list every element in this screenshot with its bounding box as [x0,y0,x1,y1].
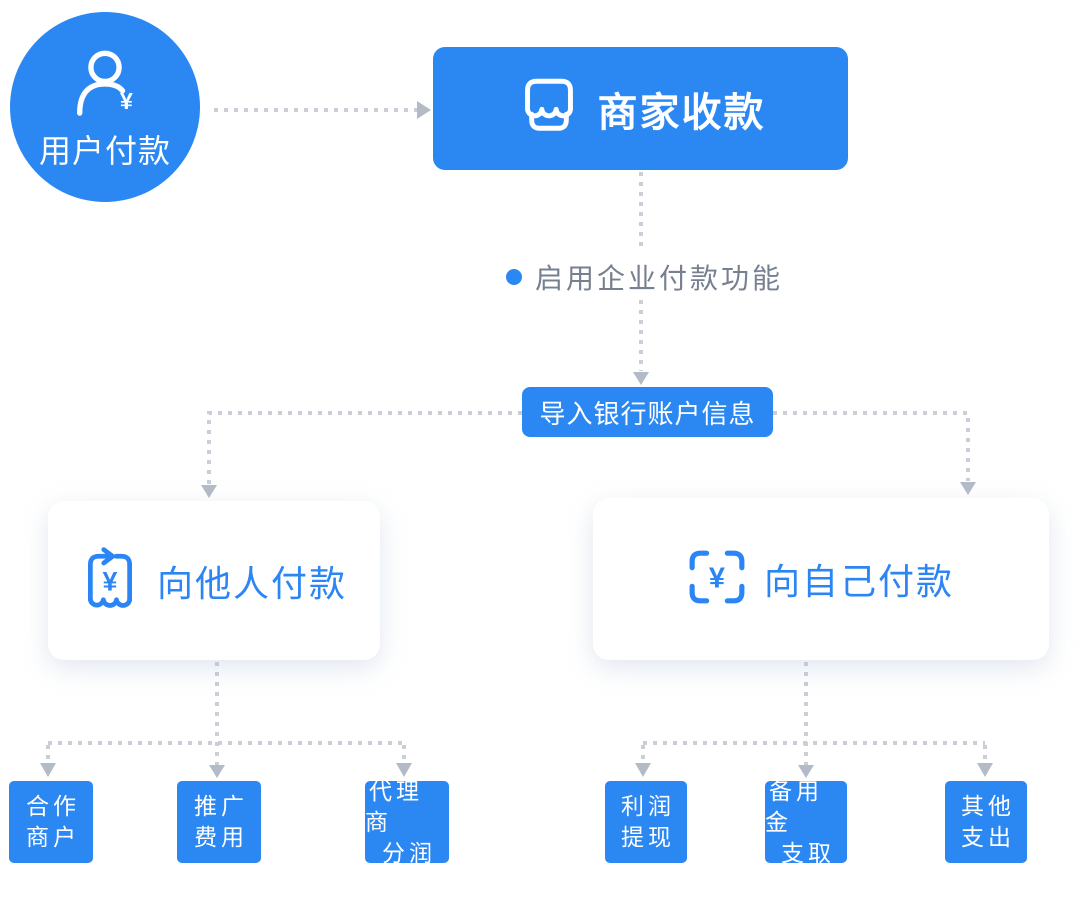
pay-others-label: 向他人付款 [156,562,347,604]
node-import-bank-account: 导入银行账户信息 [522,387,773,437]
scan-yen-icon: ¥ [688,548,746,611]
enable-enterprise-payment-note: 启用企业付款功能 [506,258,783,296]
receipt-arrow-icon: ¥ [81,547,139,614]
user-yen-icon: ¥ [66,45,144,122]
leaf-label-line: 推广 [194,793,248,819]
leaf-label-line: 支取 [781,839,835,866]
storefront-icon [516,73,582,144]
svg-text:¥: ¥ [120,88,133,114]
leaf-label-line: 提现 [621,824,675,850]
node-pay-self: ¥ 向自己付款 [593,498,1049,660]
node-profit-withdrawal: 利润 提现 [605,781,687,863]
leaf-label-line: 支出 [961,824,1015,850]
leaf-label-line: 商户 [26,824,80,850]
leaf-label-line: 分润 [382,839,436,866]
user-payment-label: 用户付款 [38,132,171,169]
enable-note-label: 启用企业付款功能 [535,263,784,294]
leaf-label-line: 费用 [194,824,248,850]
leaf-label-line: 合作 [26,793,80,819]
node-reserve-fund-withdrawal: 备用金 支取 [765,778,847,866]
leaf-label-line: 其他 [961,793,1015,819]
import-bank-label: 导入银行账户信息 [539,398,756,429]
node-agent-profit-share: 代理商 分润 [365,778,449,866]
merchant-collect-label: 商家收款 [597,90,766,135]
node-promotion-fee: 推广 费用 [177,781,261,863]
pay-self-label: 向自己付款 [763,561,954,602]
svg-text:¥: ¥ [103,566,118,596]
leaf-label-line: 利润 [621,793,675,819]
node-merchant-collect: 商家收款 [433,47,848,170]
svg-text:¥: ¥ [709,562,725,594]
node-other-expense: 其他 支出 [945,781,1027,863]
node-user-payment: ¥ 用户付款 [10,12,200,202]
bullet-dot-icon [506,269,522,285]
node-pay-others: ¥ 向他人付款 [48,501,380,660]
leaf-label-line: 备用金 [765,777,823,835]
node-cooperative-merchant: 合作 商户 [9,781,93,863]
leaf-label-line: 代理商 [365,777,423,835]
